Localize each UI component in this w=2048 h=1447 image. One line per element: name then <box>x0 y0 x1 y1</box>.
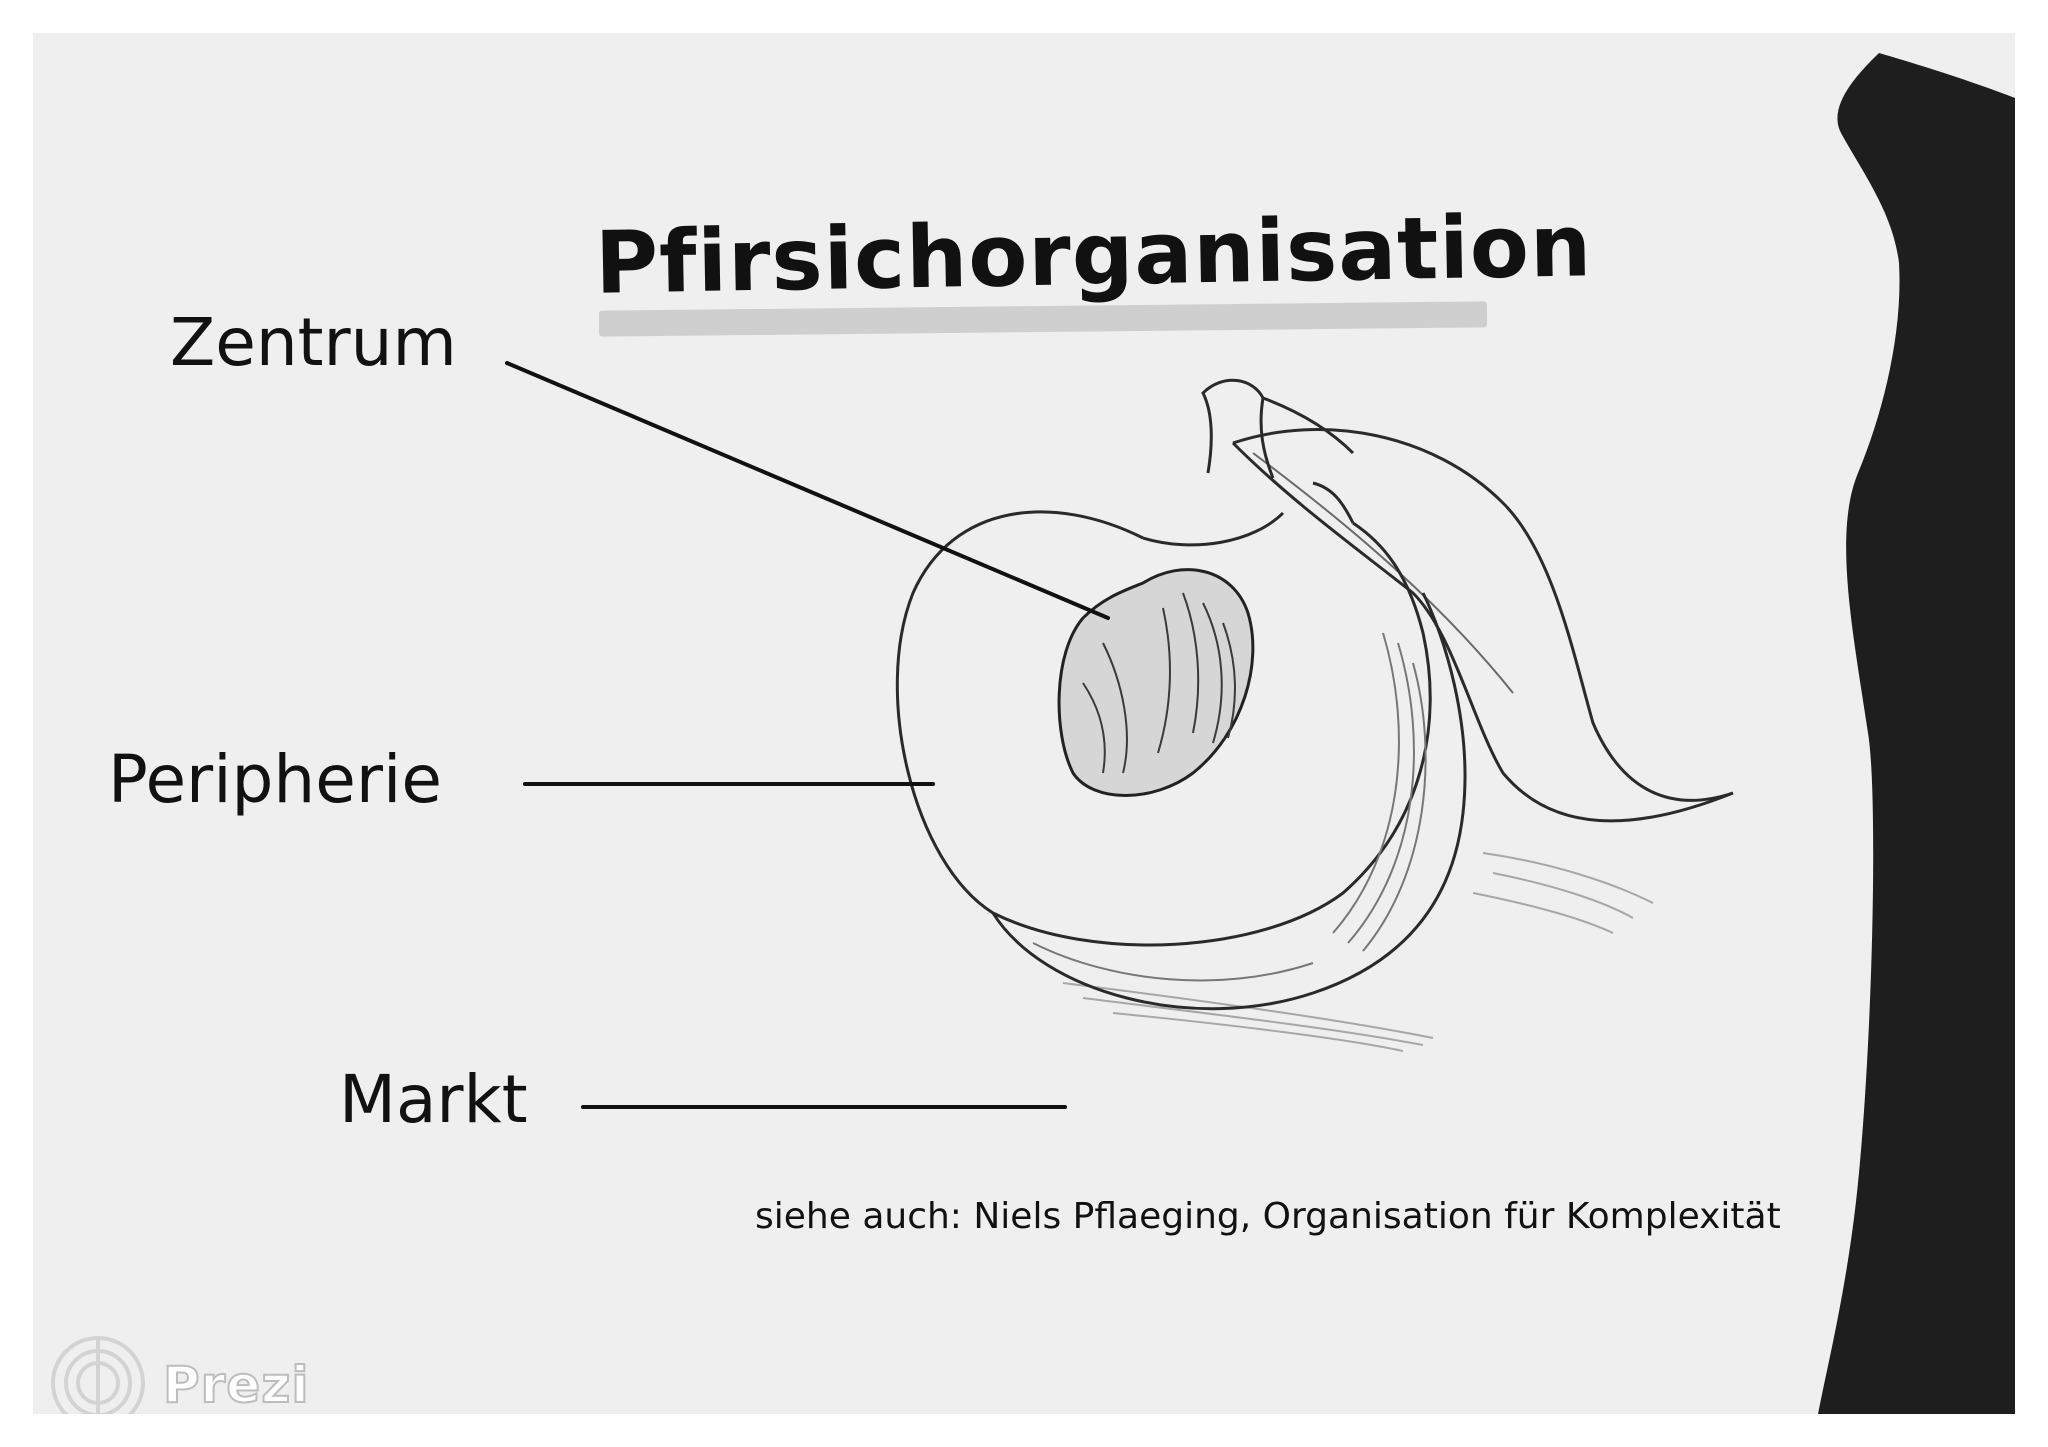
slide: Pfirsichorganisation Zentrum Peripherie … <box>33 33 2015 1414</box>
person-silhouette <box>1818 53 2015 1414</box>
label-markt: Markt <box>339 1061 528 1138</box>
reference-note: siehe auch: Niels Pflaeging, Organisatio… <box>755 1196 1781 1237</box>
peach-illustration-icon <box>505 361 1734 1109</box>
prezi-watermark: Prezi <box>162 1355 310 1414</box>
label-zentrum: Zentrum <box>170 304 457 381</box>
prezi-logo-icon <box>43 1323 313 1414</box>
label-peripherie: Peripherie <box>108 741 442 818</box>
leaf <box>1231 428 1734 823</box>
pointer-line-zentrum <box>505 361 1110 620</box>
peach-stem <box>1201 378 1355 479</box>
peach-body <box>895 481 1467 1011</box>
pointer-lines <box>505 361 1110 1109</box>
peach-shadow <box>1062 852 1654 1052</box>
peach-pit <box>1057 568 1255 797</box>
peach-side-shading <box>1032 632 1427 982</box>
